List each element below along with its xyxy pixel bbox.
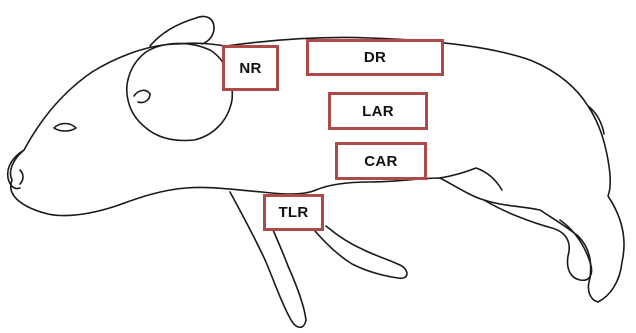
region-box-lar: LAR	[328, 92, 428, 130]
region-label-car: CAR	[364, 153, 397, 170]
pig-body-outline	[11, 37, 625, 302]
region-box-nr: NR	[222, 45, 279, 91]
region-label-tlr: TLR	[278, 204, 308, 221]
region-box-dr: DR	[306, 39, 444, 76]
pig-hind-leg-near	[484, 200, 592, 280]
region-label-nr: NR	[239, 60, 261, 77]
region-label-lar: LAR	[362, 103, 394, 120]
pig-eye	[54, 124, 76, 132]
region-label-dr: DR	[364, 49, 386, 66]
region-box-car: CAR	[335, 142, 427, 180]
region-box-tlr: TLR	[263, 194, 324, 231]
pig-ear-outline	[127, 16, 233, 140]
pig-belly-line	[440, 168, 502, 190]
